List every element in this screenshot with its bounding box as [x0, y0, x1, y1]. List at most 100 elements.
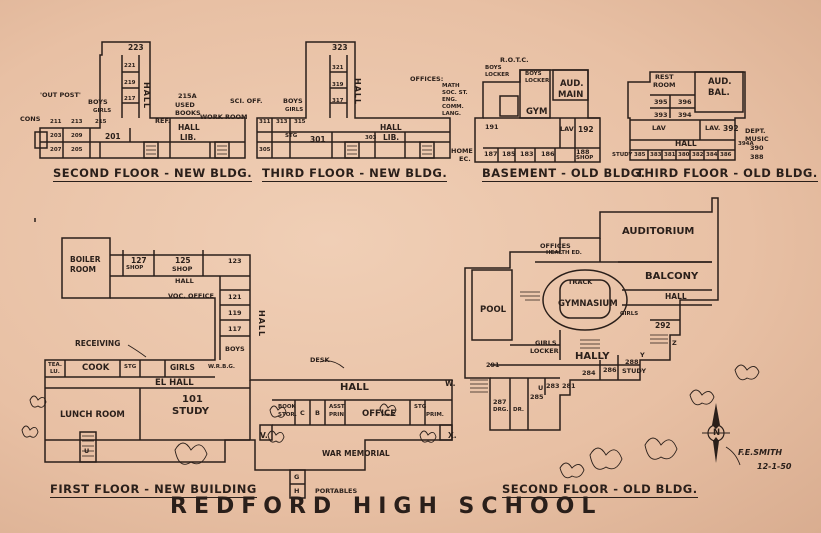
room-383: 383: [650, 152, 662, 158]
room-217: 217: [124, 96, 136, 102]
music-label: MUSIC: [745, 135, 769, 143]
room-281: 281: [562, 382, 576, 390]
asst-label: ASST.: [329, 404, 346, 410]
label-leader-arrows: [127, 344, 741, 466]
war-memorial-label: WAR MEMORIAL: [322, 449, 390, 458]
portables-label: PORTABLES: [315, 487, 358, 495]
signature-date: 12-1-50: [757, 462, 792, 471]
room-382: 382: [692, 152, 704, 158]
room-123: 123: [228, 257, 242, 265]
basement-old-building-plan: [474, 69, 601, 163]
room-284: 284: [582, 369, 596, 377]
prim-label: PRIM.: [426, 412, 444, 418]
balcony-label: BAL.: [708, 88, 730, 98]
drg-label: DRG.: [493, 407, 509, 413]
locker-label: LOCKER: [485, 72, 510, 78]
shop-label: SHOP: [126, 265, 144, 271]
dept-label: DEPT.: [745, 127, 766, 135]
b-label: B: [315, 409, 320, 417]
u-label: U: [84, 447, 90, 455]
main-label: MAIN: [558, 90, 584, 100]
u-label: U: [538, 384, 544, 392]
storage-label: STG: [124, 364, 137, 370]
x-label: X.: [448, 431, 457, 440]
library-label: LIB.: [180, 133, 197, 142]
room-291: 291: [486, 361, 500, 369]
work-room-label: WORK ROOM: [200, 113, 248, 121]
room-323: 323: [332, 43, 348, 52]
room-192: 192: [578, 125, 594, 134]
study-label: STUDY: [612, 152, 633, 158]
boys-locker-label: BOYS: [485, 65, 502, 71]
first-floor-new-building-plan: [34, 218, 453, 499]
room-317: 317: [332, 98, 344, 104]
shop-label-2: SHOP: [172, 265, 193, 273]
room-117: 117: [228, 325, 242, 333]
cons-label: CONS: [20, 115, 41, 123]
rotc-label: R.O.T.C.: [500, 56, 529, 64]
boiler-label: BOILER: [70, 255, 101, 264]
hall-label: HALL: [675, 139, 697, 148]
room-393: 393: [654, 111, 668, 119]
room-207: 207: [50, 147, 62, 153]
room-286: 286: [603, 366, 617, 374]
room-285: 285: [530, 393, 544, 401]
room-319: 319: [332, 82, 344, 88]
balcony-label: BALCONY: [645, 271, 699, 282]
gymnasium-label: GYMNASIUM: [558, 299, 618, 309]
room-303: 303: [365, 135, 377, 141]
room-301: 301: [310, 135, 326, 144]
room-283: 283: [546, 382, 560, 390]
room-305: 305: [259, 147, 271, 153]
third-floor-old-building-plan: [627, 71, 746, 161]
offices-label: OFFICES: [540, 242, 571, 250]
room-209: 209: [71, 133, 83, 139]
room-188: 188: [576, 148, 590, 156]
main-hall-label: HALLY: [575, 351, 610, 362]
room-127: 127: [131, 256, 147, 265]
room-292: 292: [655, 321, 671, 330]
room-395: 395: [654, 98, 668, 106]
pool-label: POOL: [480, 305, 507, 315]
lang-label: LANG.: [442, 111, 461, 117]
third-floor-new-building-plan: [256, 41, 451, 159]
caption-second-floor-new: SECOND FLOOR - NEW BLDG.: [53, 166, 253, 182]
boys-label: BOYS: [225, 345, 245, 353]
prin-label: PRIN: [329, 412, 344, 418]
hall-vertical-label: HALL: [257, 310, 266, 338]
room-215a: 215A: [178, 92, 197, 100]
desk-label: DESK: [310, 356, 330, 364]
caption-first-floor-new: FIRST FLOOR - NEW BUILDING: [50, 482, 257, 498]
second-floor-old-building-plan: [464, 197, 719, 431]
room-311: 311: [259, 119, 271, 125]
room-221: 221: [124, 63, 136, 69]
girls-label: GIRLS: [170, 363, 195, 372]
w-label: W.: [445, 379, 456, 388]
second-floor-new-building-plan: [34, 41, 246, 159]
locker-label-2: LOCKER: [525, 78, 550, 84]
voc-office-label: VOC. OFFICE: [168, 292, 214, 300]
room-394: 394: [678, 111, 692, 119]
hall-label: HALL: [665, 292, 687, 301]
gym-label: GYM: [526, 107, 548, 117]
room-392: 392: [723, 124, 739, 133]
soc-st-label: SOC. ST.: [442, 90, 468, 96]
room-381: 381: [664, 152, 676, 158]
room-321: 321: [332, 65, 344, 71]
compass-north-label: N: [713, 428, 721, 438]
library-label: LIB.: [383, 133, 400, 142]
track-label: TRACK: [568, 278, 593, 286]
room-219: 219: [124, 80, 136, 86]
main-hall-label: HALL: [340, 382, 369, 393]
caption-basement-old: BASEMENT - OLD BLDG.: [482, 166, 646, 182]
room-313: 313: [276, 119, 288, 125]
sci-off-label: SCI. OFF.: [230, 97, 263, 105]
room-185: 185: [502, 150, 516, 158]
v-label: V.: [260, 431, 268, 440]
lav-label: LAV: [652, 124, 666, 132]
home-label: HOME: [451, 147, 473, 155]
room-390: 390: [750, 144, 764, 152]
shop-label: SHOP: [576, 155, 594, 161]
